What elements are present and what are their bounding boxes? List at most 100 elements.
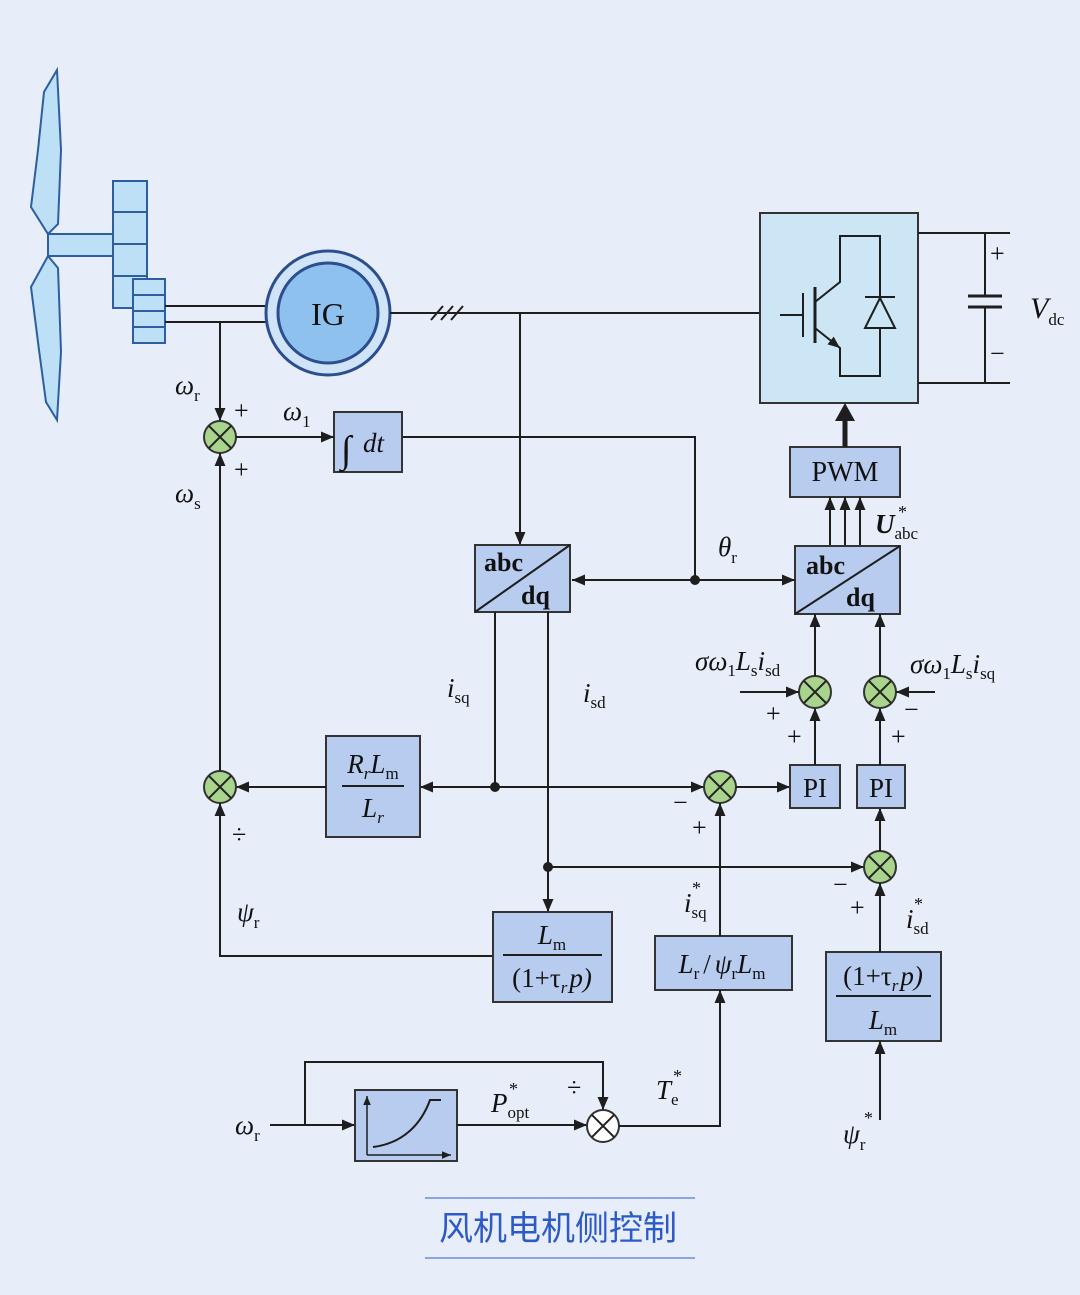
rotor-flux-symbol: ψ [237, 897, 255, 927]
park-output-from: abc [806, 551, 845, 580]
slip-divider-sign: ÷ [232, 820, 246, 849]
rotor-speed-symbol: ω [175, 370, 194, 400]
wind-turbine-icon [29, 66, 115, 424]
decouple-d-i-sub: sd [765, 661, 781, 680]
voltage-ref-star: * [898, 502, 907, 522]
angle-junction-dot [690, 575, 700, 585]
park-output-to: dq [846, 583, 875, 612]
q-voltage-summer-left-sign: + [766, 699, 781, 728]
capacitor-plates [968, 294, 1002, 309]
induction-generator: IG [264, 249, 392, 377]
slip-gain-den-l: L [361, 793, 377, 823]
ftc-den-sub: m [884, 1020, 897, 1039]
isd-ref-label: isd [906, 904, 929, 938]
flux-observer-den-a: (1+τ [512, 963, 561, 993]
diode-triangle [863, 295, 897, 329]
rotor-speed-input-label: ωr [235, 1110, 260, 1145]
isq-ref-symbol: i [684, 888, 692, 918]
decouple-d-label: σω1Lsisd [695, 646, 781, 680]
sync-speed-label: ω1 [283, 396, 311, 431]
integrator-symbol: ∫ [339, 429, 354, 473]
q-summer-left-sign: − [673, 788, 688, 817]
speed-summer-top-sign: + [234, 396, 249, 425]
rotor-angle-label: θr [718, 532, 737, 567]
igbt-diode-icon [780, 235, 897, 377]
decouple-q-l: L [950, 649, 966, 679]
rotor-flux-subscript: r [254, 913, 260, 932]
q-current-summing-junction [703, 770, 737, 804]
voltage-ref-symbol: U [875, 509, 896, 539]
d-voltage-summer-cross [867, 679, 893, 705]
park-output-divider [794, 545, 901, 615]
isq-ref-label: isq [684, 888, 707, 922]
flux-to-current-denominator: Lm [868, 1005, 897, 1039]
park-feedback-to: dq [521, 581, 550, 610]
ttc-psi-sub: r [732, 964, 738, 983]
park-transform-feedback: abc dq [474, 544, 571, 613]
power-ref-subscript: opt [508, 1103, 530, 1122]
torque-to-current-label: Lr/ψrLm [678, 949, 766, 983]
dc-voltage-label: Vdc [1030, 292, 1065, 329]
isd-ref-star: * [914, 894, 923, 914]
slip-gain-denominator: Lr [361, 793, 384, 827]
isd-symbol: i [583, 678, 591, 708]
slip-gain-num-r: R [346, 749, 364, 779]
gearbox-output-4 [132, 326, 166, 344]
torque-divider-sign: ÷ [567, 1073, 581, 1102]
ttc-l1-sub: r [694, 964, 700, 983]
slip-divider-junction [203, 770, 237, 804]
flux-ref-subscript: r [860, 1135, 866, 1154]
converter [759, 212, 919, 404]
igbt-emitter-arrow [827, 336, 840, 348]
torque-divider-cross [590, 1113, 616, 1139]
speed-summing-junction [203, 420, 237, 454]
integrator-text: dt [363, 428, 386, 458]
angle-wire [402, 436, 696, 580]
flux-ref-label: ψr [843, 1119, 866, 1154]
q-summer-cross [707, 774, 733, 800]
flux-observer-numerator: Lm [537, 920, 566, 954]
isq-ref-star: * [692, 878, 701, 898]
decouple-q-omega-sub: 1 [942, 664, 951, 683]
flux-ref-star: * [864, 1108, 873, 1128]
decouple-q-l-sub: s [966, 664, 973, 683]
turbine-hub-shaft [47, 233, 115, 257]
flux-observer-block [492, 911, 613, 1003]
decouple-d-omega-sub: 1 [727, 661, 736, 680]
gate-signal-arrowhead [835, 403, 855, 421]
decouple-q-i-sub: sq [980, 664, 996, 683]
dc-minus-sign: − [990, 339, 1005, 368]
flux-observer-denominator: (1+τrp) [512, 963, 592, 997]
pi-d-block [856, 764, 906, 809]
d-summer-left-sign: − [833, 870, 848, 899]
sync-speed-subscript: 1 [302, 412, 311, 431]
q-voltage-summer-bottom-sign: + [787, 722, 802, 751]
power-ref-symbol: P [490, 1088, 508, 1118]
rotor-speed-input-subscript: r [254, 1126, 260, 1145]
torque-to-current-block [654, 935, 793, 991]
ttc-l2: L [736, 949, 752, 979]
igbt-collector [814, 235, 881, 303]
dc-voltage-subscript: dc [1048, 310, 1065, 329]
q-voltage-summing-junction [798, 675, 832, 709]
voltage-ref-subscript: abc [895, 524, 919, 543]
isd-subscript: sd [591, 693, 607, 712]
slip-gain-num-r-sub: r [364, 764, 371, 783]
rotor-flux-label: ψr [237, 897, 260, 932]
ttc-slash: / [703, 949, 711, 979]
park-feedback-divider [474, 544, 571, 613]
ttc-l1: L [678, 949, 694, 979]
isq-label: isq [447, 673, 470, 707]
d-current-summing-junction [863, 850, 897, 884]
isq-ref-subscript: sq [692, 903, 708, 922]
slip-gain-den-l-sub: r [377, 808, 384, 827]
gearbox-output-1 [132, 278, 166, 296]
slip-speed-label: ωs [175, 478, 201, 513]
decouple-d-i: i [758, 646, 766, 676]
power-curve-icon [354, 1089, 458, 1162]
decouple-q-sigma-omega: σω [910, 649, 942, 679]
speed-summer-cross [207, 424, 233, 450]
isd-ref-subscript: sd [914, 919, 930, 938]
isq-subscript: sq [455, 688, 471, 707]
rotor-flux-wire [214, 803, 493, 957]
